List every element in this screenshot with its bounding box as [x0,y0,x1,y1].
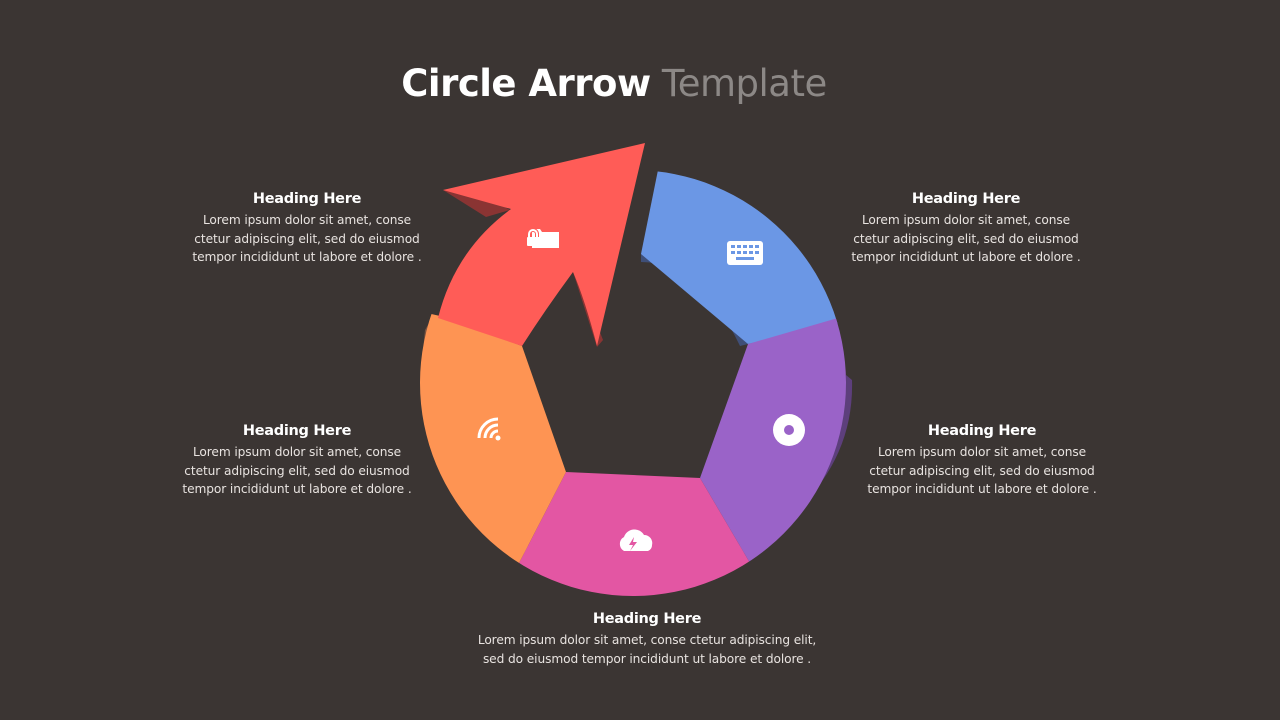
folder-lock-icon [527,228,559,248]
segment-orange [420,300,566,596]
title-bold: Circle Arrow [401,62,651,105]
body-top-right: Lorem ipsum dolor sit amet, conse ctetur… [851,213,1081,264]
segment-pink [500,472,760,596]
block-top-right: Heading Here Lorem ipsum dolor sit amet,… [831,191,1101,267]
slide-title: Circle Arrow Template [0,62,1228,105]
heading-mid-right: Heading Here [927,423,1037,439]
heading-top-right: Heading Here [911,191,1021,207]
body-top-left: Lorem ipsum dolor sit amet, conse ctetur… [192,213,422,264]
body-mid-right: Lorem ipsum dolor sit amet, conse ctetur… [867,445,1097,496]
heading-mid-left: Heading Here [242,423,352,439]
heading-bottom: Heading Here [592,611,702,627]
body-bottom: Lorem ipsum dolor sit amet, conse ctetur… [477,633,817,666]
disc-icon [773,414,805,446]
title-light: Template [661,62,827,105]
keyboard-icon [727,241,763,265]
wifi-icon [477,417,501,441]
block-mid-right: Heading Here Lorem ipsum dolor sit amet,… [847,423,1117,499]
body-mid-left: Lorem ipsum dolor sit amet, conse ctetur… [182,445,412,496]
segment-purple [700,300,846,580]
heading-top-left: Heading Here [252,191,362,207]
block-bottom: Heading Here Lorem ipsum dolor sit amet,… [447,611,847,668]
block-mid-left: Heading Here Lorem ipsum dolor sit amet,… [162,423,432,499]
cloud-lightning-icon [619,529,653,551]
block-top-left: Heading Here Lorem ipsum dolor sit amet,… [172,191,442,267]
